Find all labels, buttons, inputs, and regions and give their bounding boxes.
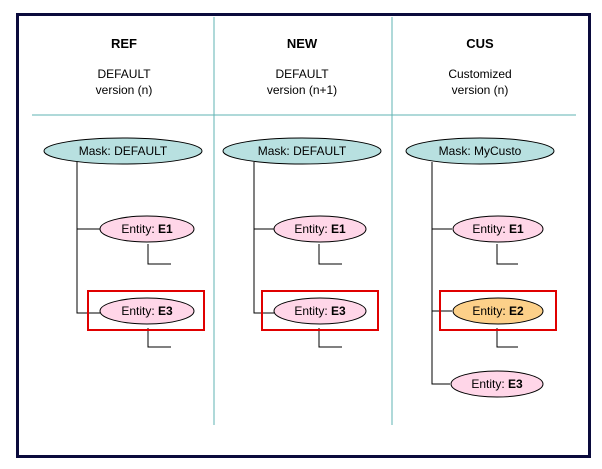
column-subtitle-line2: version (n) xyxy=(452,83,509,97)
column-header: CUS xyxy=(466,36,494,51)
highlight-box xyxy=(439,290,557,331)
mask-node xyxy=(222,137,382,165)
entity-label-e1: Entity: E1 xyxy=(472,222,524,236)
entity-label-e1: Entity: E1 xyxy=(121,222,173,236)
column-subtitle-line2: version (n) xyxy=(96,83,153,97)
column-cus: CUS Customized version (n) Mask: MyCusto… xyxy=(405,36,557,398)
entity-node-e1 xyxy=(99,215,195,243)
highlight-box xyxy=(261,290,379,331)
mask-node xyxy=(405,137,555,165)
entity-label-e3: Entity: E3 xyxy=(294,304,346,318)
entity-label-e1: Entity: E1 xyxy=(294,222,346,236)
column-ref: REF DEFAULT version (n) Mask: DEFAULT En… xyxy=(43,36,205,348)
column-new: NEW DEFAULT version (n+1) Mask: DEFAULT … xyxy=(222,36,382,348)
mask-label: Mask: MyCusto xyxy=(439,144,522,158)
tree-connector xyxy=(253,162,274,314)
entity-node-e2 xyxy=(452,297,544,325)
column-subtitle-line1: DEFAULT xyxy=(97,67,151,81)
entity-node-e3 xyxy=(450,370,544,398)
tree-connector xyxy=(76,162,100,314)
entity-label-e3: Entity: E3 xyxy=(471,377,523,391)
tree-connector xyxy=(431,162,452,385)
column-header: NEW xyxy=(287,36,318,51)
column-subtitle-line2: version (n+1) xyxy=(267,83,337,97)
entity-node-e1 xyxy=(273,215,367,243)
child-connector xyxy=(147,244,171,348)
entity-node-e3 xyxy=(273,297,367,325)
mask-label: Mask: DEFAULT xyxy=(79,144,168,158)
entity-node-e1 xyxy=(452,215,544,243)
child-connector xyxy=(318,244,342,348)
mask-label: Mask: DEFAULT xyxy=(258,144,347,158)
child-connector xyxy=(496,244,518,348)
column-subtitle-line1: DEFAULT xyxy=(275,67,329,81)
column-subtitle-line1: Customized xyxy=(448,67,511,81)
mask-node xyxy=(43,137,203,165)
column-header: REF xyxy=(111,36,137,51)
entity-label-e2: Entity: E2 xyxy=(472,304,524,318)
entity-label-e3: Entity: E3 xyxy=(121,304,173,318)
highlight-box xyxy=(87,290,205,331)
entity-node-e3 xyxy=(99,297,195,325)
